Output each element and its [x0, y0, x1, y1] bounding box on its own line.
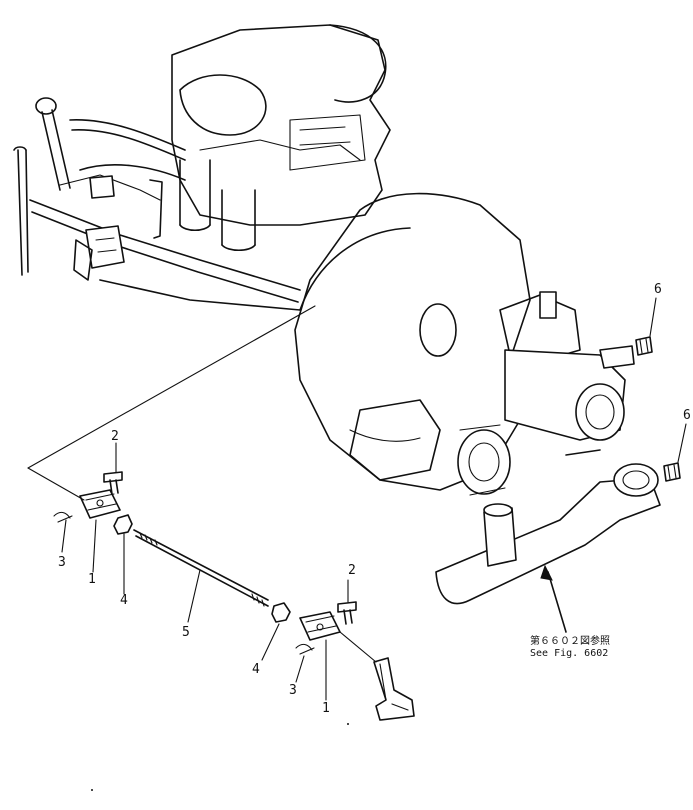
- plug-6-lower: [663, 462, 681, 482]
- scan-speck: [91, 789, 93, 791]
- plug-6-upper: [635, 336, 653, 356]
- pin-3-left: [53, 511, 73, 523]
- leader-lines: [61, 297, 687, 701]
- clevis-1-left: [79, 489, 121, 519]
- bolt-2-left: [103, 471, 123, 495]
- engine-block: [171, 24, 391, 252]
- callout-2-left: 2: [111, 429, 119, 444]
- frame-rail: [13, 146, 301, 311]
- callout-3-right: 3: [289, 683, 297, 698]
- callout-1-right: 1: [322, 701, 330, 716]
- callout-6-upper: 6: [654, 282, 662, 297]
- callout-3-left: 3: [58, 555, 66, 570]
- clevis-1-right: [299, 611, 341, 641]
- callout-2-right: 2: [348, 563, 356, 578]
- pin-3-right: [295, 643, 315, 655]
- callout-4-left: 4: [120, 593, 128, 608]
- nut-4-right: [271, 602, 291, 623]
- callout-6-lower: 6: [683, 408, 691, 423]
- reference-text-english: See Fig. 6602: [530, 648, 608, 659]
- bolt-2-right: [337, 601, 357, 625]
- assembly-lines: [27, 305, 377, 663]
- callout-1-left: 1: [88, 572, 96, 587]
- nut-4-left: [113, 514, 133, 535]
- callout-5: 5: [182, 625, 190, 640]
- intake-pipe: [435, 449, 661, 605]
- reference-arrow: [540, 564, 567, 633]
- pump-governor-assembly: [294, 192, 635, 496]
- rod-5: [133, 529, 269, 607]
- reference-text-japanese: 第６６０２図参照: [530, 634, 610, 647]
- lever-bracket: [373, 657, 415, 721]
- lever-linkage: [35, 97, 186, 281]
- callout-4-right: 4: [252, 662, 260, 677]
- scan-speck: [347, 723, 349, 725]
